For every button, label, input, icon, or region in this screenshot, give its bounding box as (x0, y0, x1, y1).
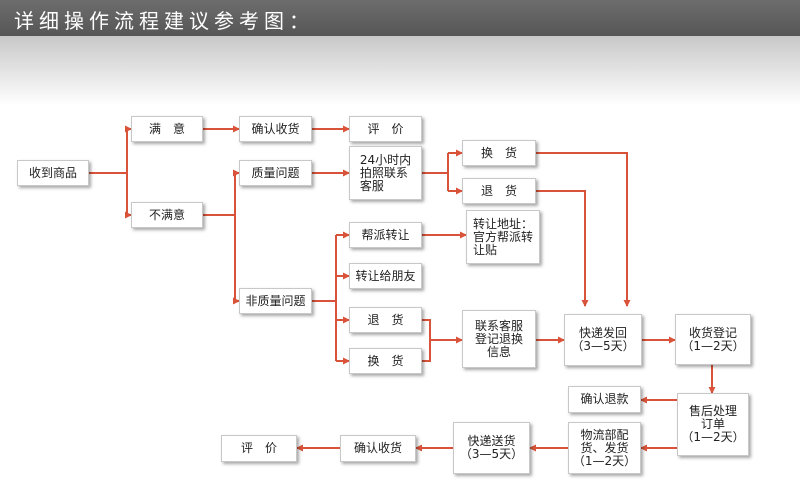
node-satisfied: 满 意 (131, 116, 203, 142)
node-help-transfer: 帮派转让 (349, 222, 422, 248)
node-non-quality-issue: 非质量问题 (239, 288, 312, 314)
node-return-top: 退 货 (462, 178, 536, 204)
node-review-bottom: 评 价 (221, 435, 297, 462)
node-receive-goods: 收到商品 (17, 160, 89, 186)
node-confirm-refund: 确认退款 (568, 386, 641, 413)
node-contact-service-24h: 24小时内 拍照联系 客服 (349, 146, 422, 200)
node-confirm-receipt-bottom: 确认收货 (340, 435, 416, 462)
node-unsatisfied: 不满意 (131, 202, 203, 228)
node-receipt-register: 收货登记 （1—2天） (675, 314, 751, 365)
node-logistics-ship: 物流部配 货、发货 （1—2天） (568, 422, 641, 474)
node-express-delivery: 快递送货 （3—5天） (453, 422, 530, 474)
node-contact-register: 联系客服 登记退换 信息 (462, 310, 536, 368)
node-transfer-friend: 转让给朋友 (349, 263, 422, 289)
node-express-return: 快递发回 （3—5天） (564, 314, 642, 366)
node-transfer-address: 转让地址： 官方帮派转 让贴 (466, 210, 540, 264)
connector-return-mid (422, 319, 431, 362)
arrow-return-top-express (536, 190, 589, 307)
node-return-mid: 退 货 (349, 307, 422, 333)
node-exchange-top: 换 货 (462, 140, 536, 166)
arrow-exchange-top-express (536, 152, 631, 307)
header-bar (0, 0, 800, 36)
header-shadow (0, 36, 800, 106)
node-review-top: 评 价 (349, 116, 422, 142)
node-exchange-mid: 换 货 (349, 348, 422, 374)
page-title: 详细操作流程建议参考图： (14, 9, 314, 33)
node-quality-issue: 质量问题 (239, 160, 312, 186)
node-confirm-receipt-top: 确认收货 (239, 116, 312, 142)
node-aftersale-order: 售后处理 订单 （1—2天） (677, 393, 749, 456)
